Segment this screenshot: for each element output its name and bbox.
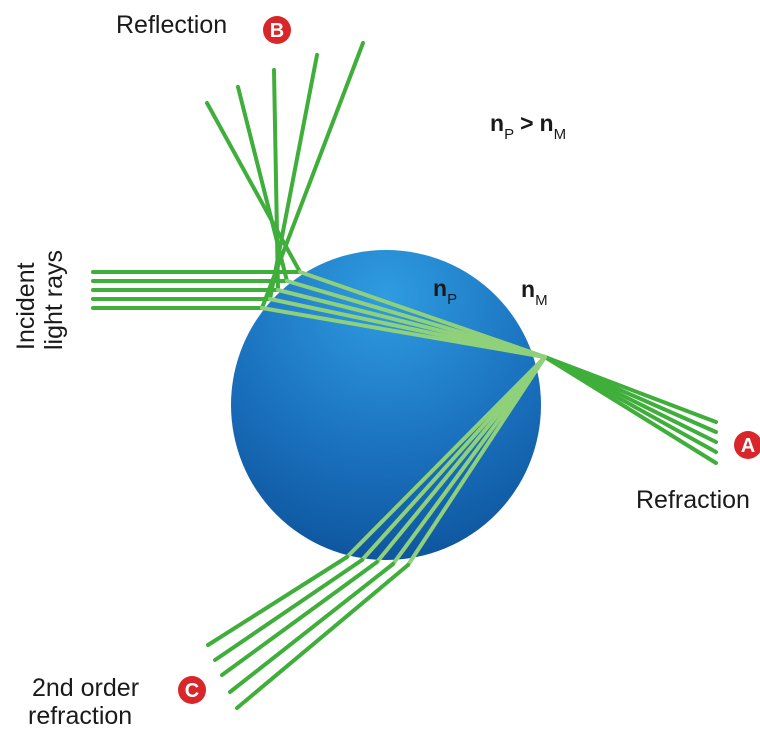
medium-n: n [521,276,535,302]
incident-label-line2: light rays [40,250,68,350]
badge-a-letter: A [741,435,755,457]
relation-n-right: n [540,110,554,136]
particle-sub: P [447,291,457,308]
second-order-label-line1: 2nd order [32,674,139,702]
relation-sub-left: P [504,126,514,143]
refraction-label: Refraction [636,486,750,514]
badge-b-letter: B [270,20,284,42]
incident-label-line1: Incident [12,262,40,350]
relation-n-left: n [490,110,504,136]
refracted-rays [545,357,716,463]
reflection-label: Reflection [116,11,227,39]
second-order-refracted-rays [208,557,408,708]
refracted-ray [545,357,716,463]
second-order-label-line2: refraction [28,702,132,730]
relation-sub-right: M [554,126,567,143]
index-relation: nP>nM [490,110,566,143]
relation-greater-than: > [520,110,533,136]
second-order-ray [230,564,393,692]
badge-c-letter: C [185,680,199,702]
medium-sub: M [535,292,548,309]
particle-n: n [433,275,447,301]
medium-index-label: nM [521,276,548,309]
particle-sphere [231,250,541,560]
